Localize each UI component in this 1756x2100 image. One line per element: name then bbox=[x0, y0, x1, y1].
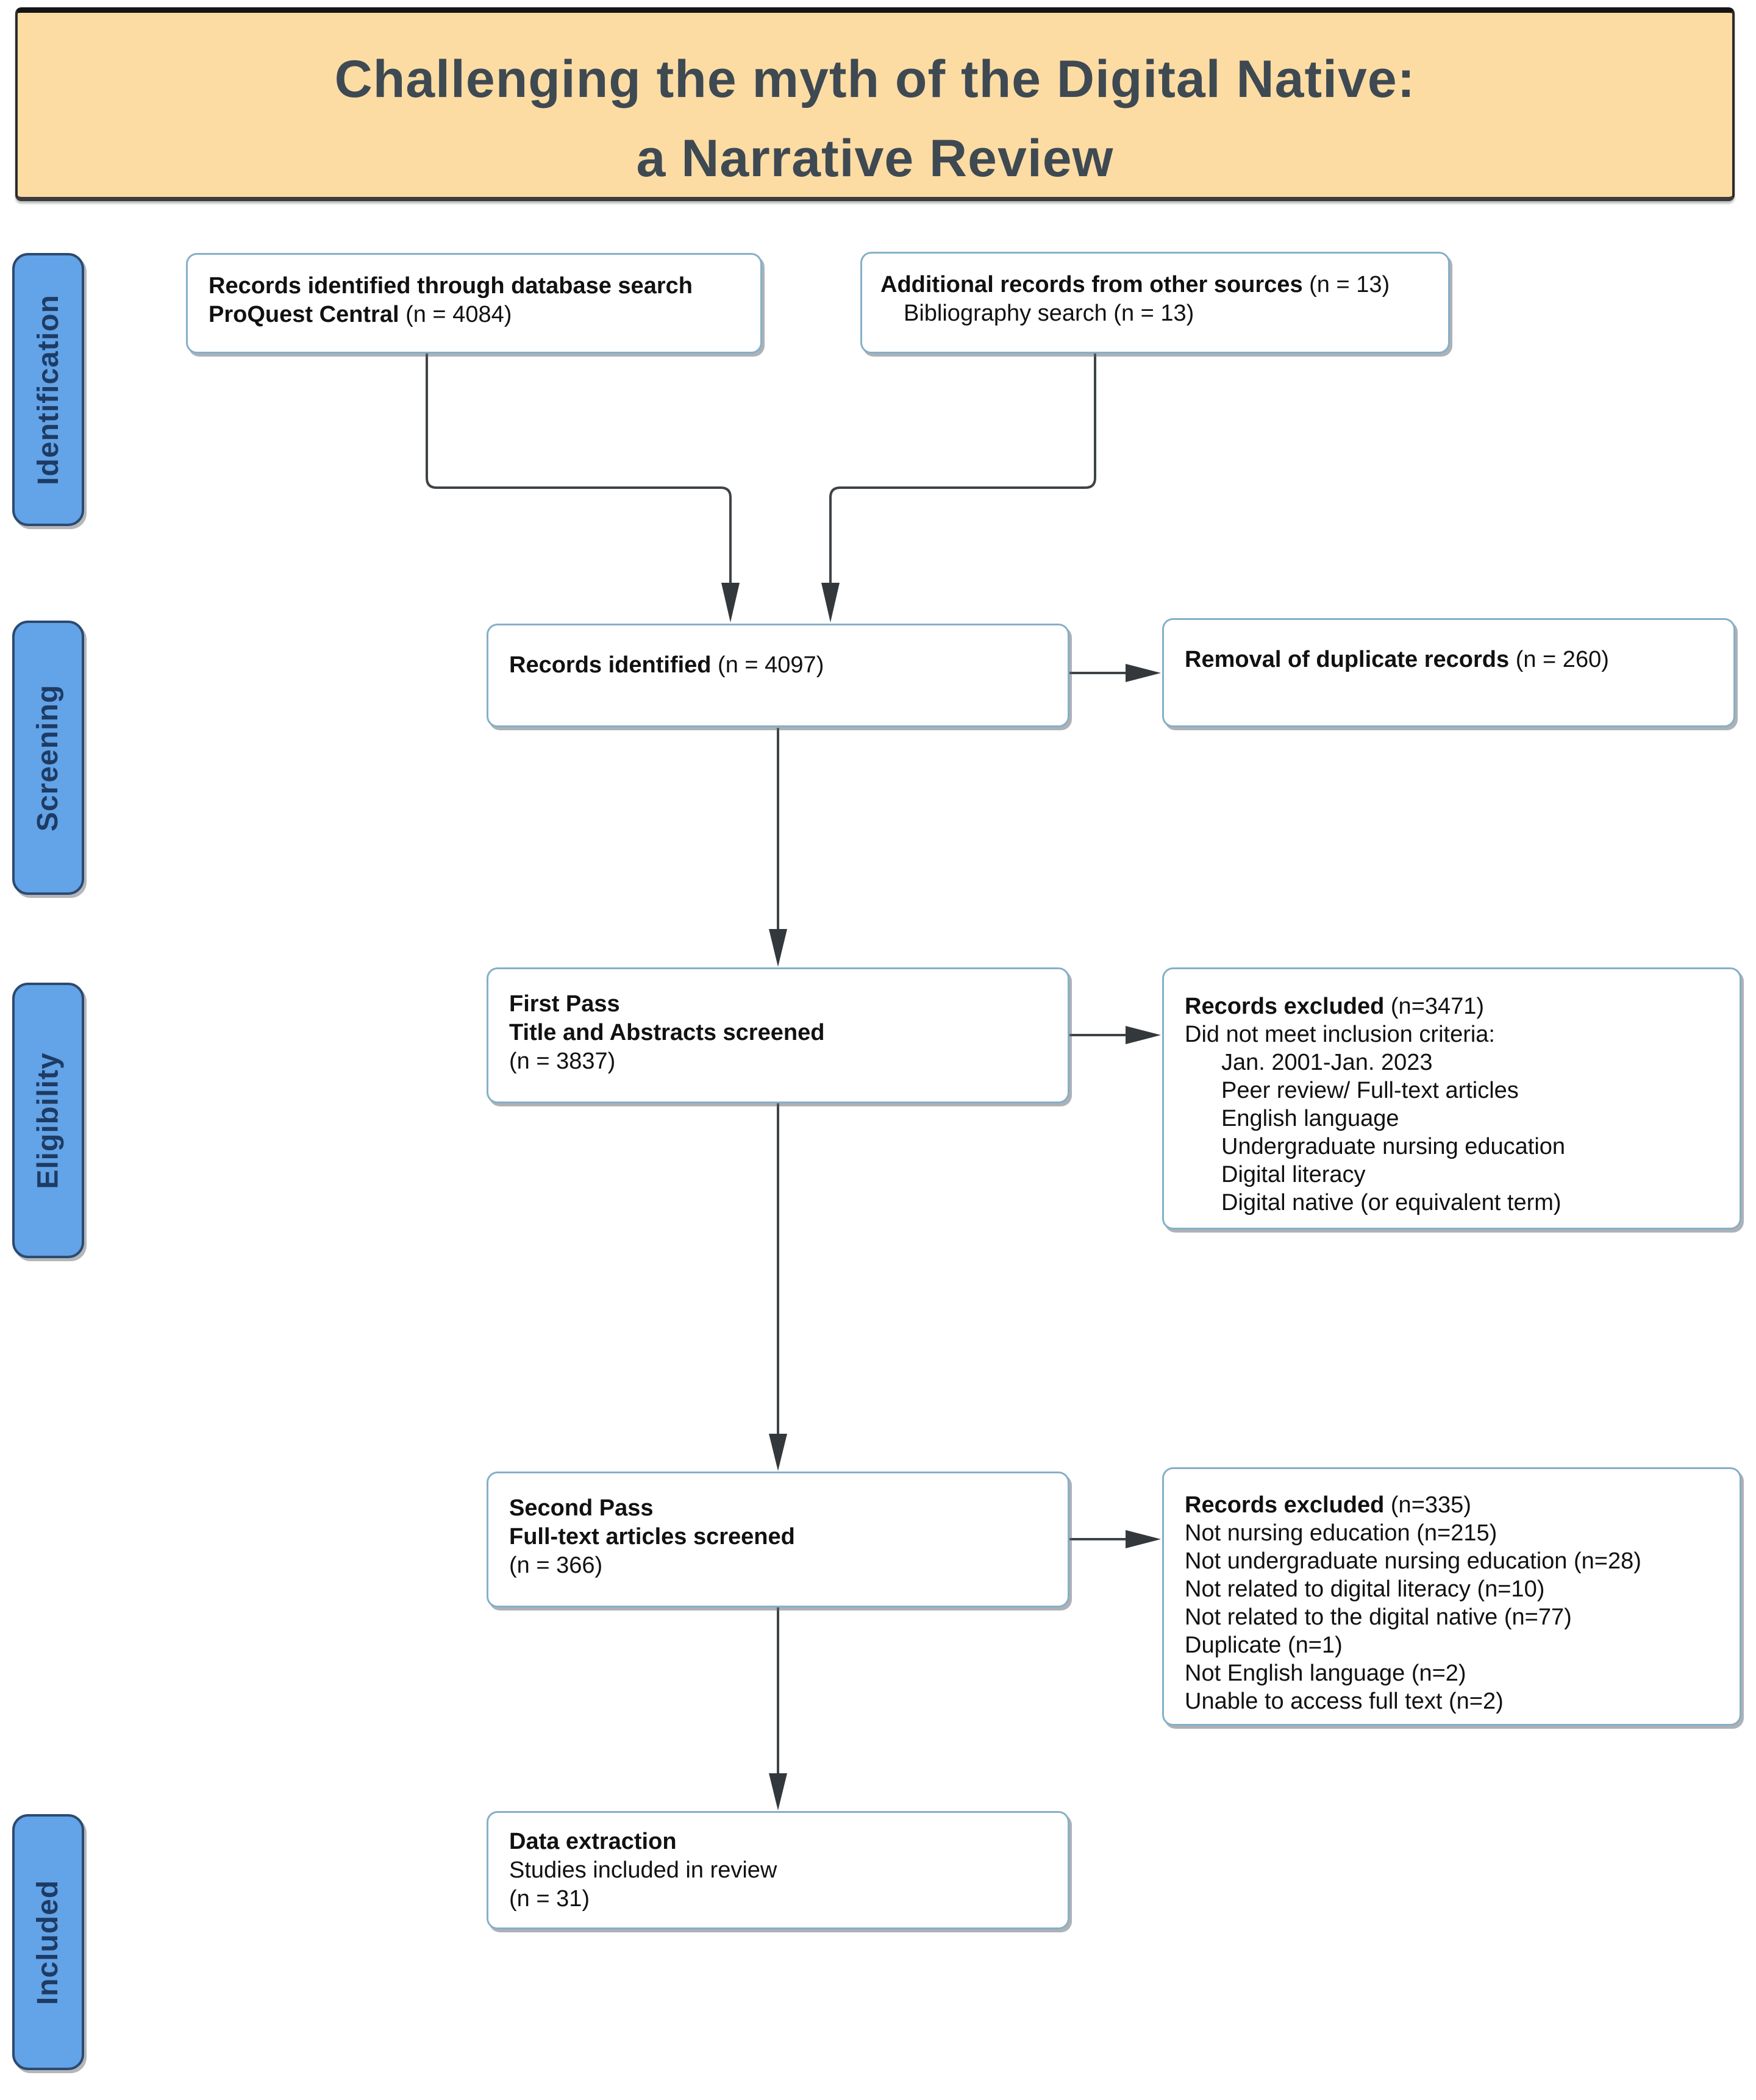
title-banner: Challenging the myth of the Digital Nati… bbox=[15, 7, 1735, 201]
excluded2-item: Not nursing education (n=215) bbox=[1185, 1520, 1497, 1546]
stage-label-identification: Identification bbox=[12, 253, 84, 526]
excluded2-item: Duplicate (n=1) bbox=[1185, 1632, 1343, 1658]
box-duplicates-removed: Removal of duplicate records (n = 260) bbox=[1162, 618, 1735, 727]
excluded1-count: (n=3471) bbox=[1384, 994, 1485, 1019]
records-identified-line: Records identified (n = 4097) bbox=[509, 651, 1052, 680]
excluded1-item: Digital native (or equivalent term) bbox=[1221, 1190, 1561, 1216]
connector-othersources-to-identified bbox=[829, 354, 1096, 586]
first-pass-count: (n = 3837) bbox=[509, 1048, 616, 1074]
box-records-excluded-2: Records excluded (n=335) Not nursing edu… bbox=[1162, 1467, 1741, 1726]
diagram-title-line1: Challenging the myth of the Digital Nati… bbox=[334, 50, 1416, 109]
excluded1-item: Jan. 2001-Jan. 2023 bbox=[1221, 1050, 1433, 1075]
arrowhead-secondpass-to-excluded2 bbox=[1126, 1530, 1161, 1548]
data-extraction-count: (n = 31) bbox=[509, 1886, 590, 1912]
box-other-sources: Additional records from other sources (n… bbox=[860, 252, 1450, 354]
excluded2-title: Records excluded bbox=[1185, 1492, 1385, 1518]
stage-label-screening: Screening bbox=[12, 621, 84, 895]
excluded1-item: English language bbox=[1221, 1106, 1399, 1131]
excluded1-subtitle: Did not meet inclusion criteria: bbox=[1185, 1022, 1495, 1047]
second-pass-count: (n = 366) bbox=[509, 1553, 603, 1578]
arrowhead-firstpass-to-excluded1 bbox=[1126, 1026, 1161, 1044]
other-sources-title: Additional records from other sources bbox=[880, 272, 1303, 297]
other-sources-line2: Bibliography search (n = 13) bbox=[904, 301, 1194, 326]
records-identified-count: (n = 4097) bbox=[711, 652, 824, 678]
arrowhead-firstpass-to-secondpass bbox=[769, 1434, 787, 1471]
first-pass-line1: First Pass bbox=[509, 991, 620, 1017]
excluded2-line1: Records excluded (n=335) bbox=[1185, 1491, 1724, 1519]
excluded2-count: (n=335) bbox=[1384, 1492, 1471, 1518]
excluded1-item: Undergraduate nursing education bbox=[1221, 1134, 1566, 1159]
excluded2-item: Not related to the digital native (n=77) bbox=[1185, 1604, 1572, 1630]
other-sources-line1: Additional records from other sources (n… bbox=[880, 271, 1432, 299]
data-extraction-line1: Data extraction bbox=[509, 1829, 677, 1854]
connector-database-to-identified bbox=[426, 354, 732, 586]
second-pass-line2: Full-text articles screened bbox=[509, 1524, 795, 1550]
duplicates-removed-line: Removal of duplicate records (n = 260) bbox=[1185, 646, 1718, 674]
arrowhead-identified-to-duplicates bbox=[1126, 664, 1161, 682]
database-search-line2: ProQuest Central (n = 4084) bbox=[209, 301, 744, 329]
box-records-identified: Records identified (n = 4097) bbox=[487, 624, 1069, 727]
box-database-search: Records identified through database sear… bbox=[186, 253, 762, 354]
box-first-pass: First Pass Title and Abstracts screened … bbox=[487, 967, 1069, 1103]
duplicates-removed-title: Removal of duplicate records bbox=[1185, 647, 1510, 672]
excluded2-item: Not English language (n=2) bbox=[1185, 1660, 1466, 1686]
arrowhead-database-to-identified bbox=[721, 583, 740, 622]
diagram-title-line2: a Narrative Review bbox=[636, 129, 1114, 188]
other-sources-count: (n = 13) bbox=[1302, 272, 1390, 297]
excluded1-line1: Records excluded (n=3471) bbox=[1185, 992, 1724, 1020]
arrowhead-identified-to-firstpass bbox=[769, 929, 787, 967]
records-identified-title: Records identified bbox=[509, 652, 712, 678]
stage-label-eligibility: Eligibility bbox=[12, 983, 84, 1258]
excluded2-item: Not undergraduate nursing education (n=2… bbox=[1185, 1548, 1641, 1574]
excluded2-item: Unable to access full text (n=2) bbox=[1185, 1689, 1504, 1714]
excluded1-item: Digital literacy bbox=[1221, 1162, 1366, 1187]
box-second-pass: Second Pass Full-text articles screened … bbox=[487, 1472, 1069, 1607]
excluded2-item: Not related to digital literacy (n=10) bbox=[1185, 1576, 1545, 1602]
box-data-extraction: Data extraction Studies included in revi… bbox=[487, 1811, 1069, 1929]
database-search-source: ProQuest Central bbox=[209, 302, 399, 327]
first-pass-line2: Title and Abstracts screened bbox=[509, 1020, 825, 1045]
data-extraction-line2: Studies included in review bbox=[509, 1857, 777, 1883]
database-search-count: (n = 4084) bbox=[399, 302, 512, 327]
arrowhead-secondpass-to-dataextraction bbox=[769, 1773, 787, 1810]
stage-label-included: Included bbox=[12, 1814, 84, 2070]
excluded1-item: Peer review/ Full-text articles bbox=[1221, 1078, 1519, 1103]
excluded1-title: Records excluded bbox=[1185, 994, 1385, 1019]
duplicates-removed-count: (n = 260) bbox=[1509, 647, 1609, 672]
database-search-line1: Records identified through database sear… bbox=[209, 273, 693, 299]
box-records-excluded-1: Records excluded (n=3471) Did not meet i… bbox=[1162, 967, 1741, 1230]
second-pass-line1: Second Pass bbox=[509, 1495, 654, 1521]
arrowhead-othersources-to-identified bbox=[821, 583, 840, 622]
